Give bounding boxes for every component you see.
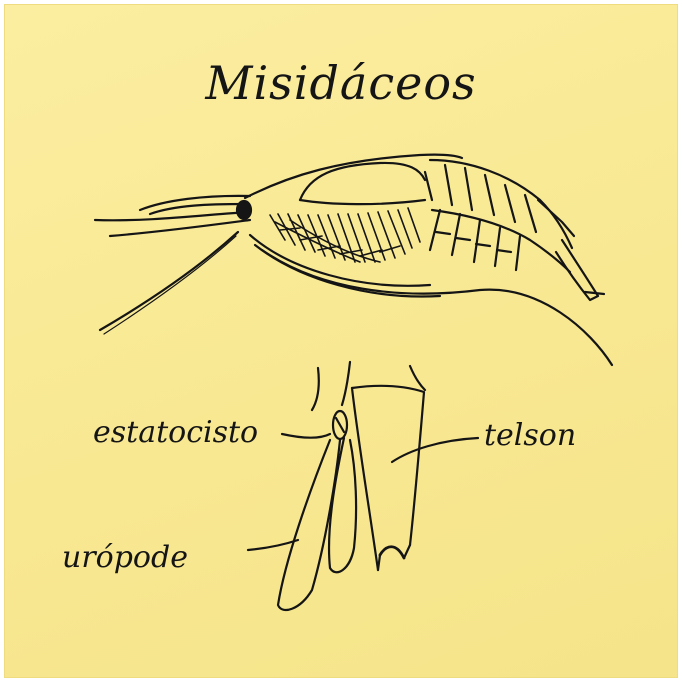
telson-leader (392, 438, 478, 462)
abdomen-segments (425, 160, 574, 272)
label-uropod: urópode (62, 540, 188, 575)
antenna-flagellum (100, 232, 238, 330)
label-statocyst: estatocisto (93, 415, 258, 450)
body-outline (262, 250, 612, 365)
thoracic-limbs (270, 208, 420, 262)
mysid-body-illustration (95, 155, 612, 365)
tail-detail-illustration (278, 362, 425, 610)
uropod-inner (329, 438, 356, 572)
eye (237, 201, 251, 219)
tail-fan (556, 240, 598, 300)
statocyst-leader (282, 434, 330, 438)
label-telson: telson (484, 418, 576, 453)
